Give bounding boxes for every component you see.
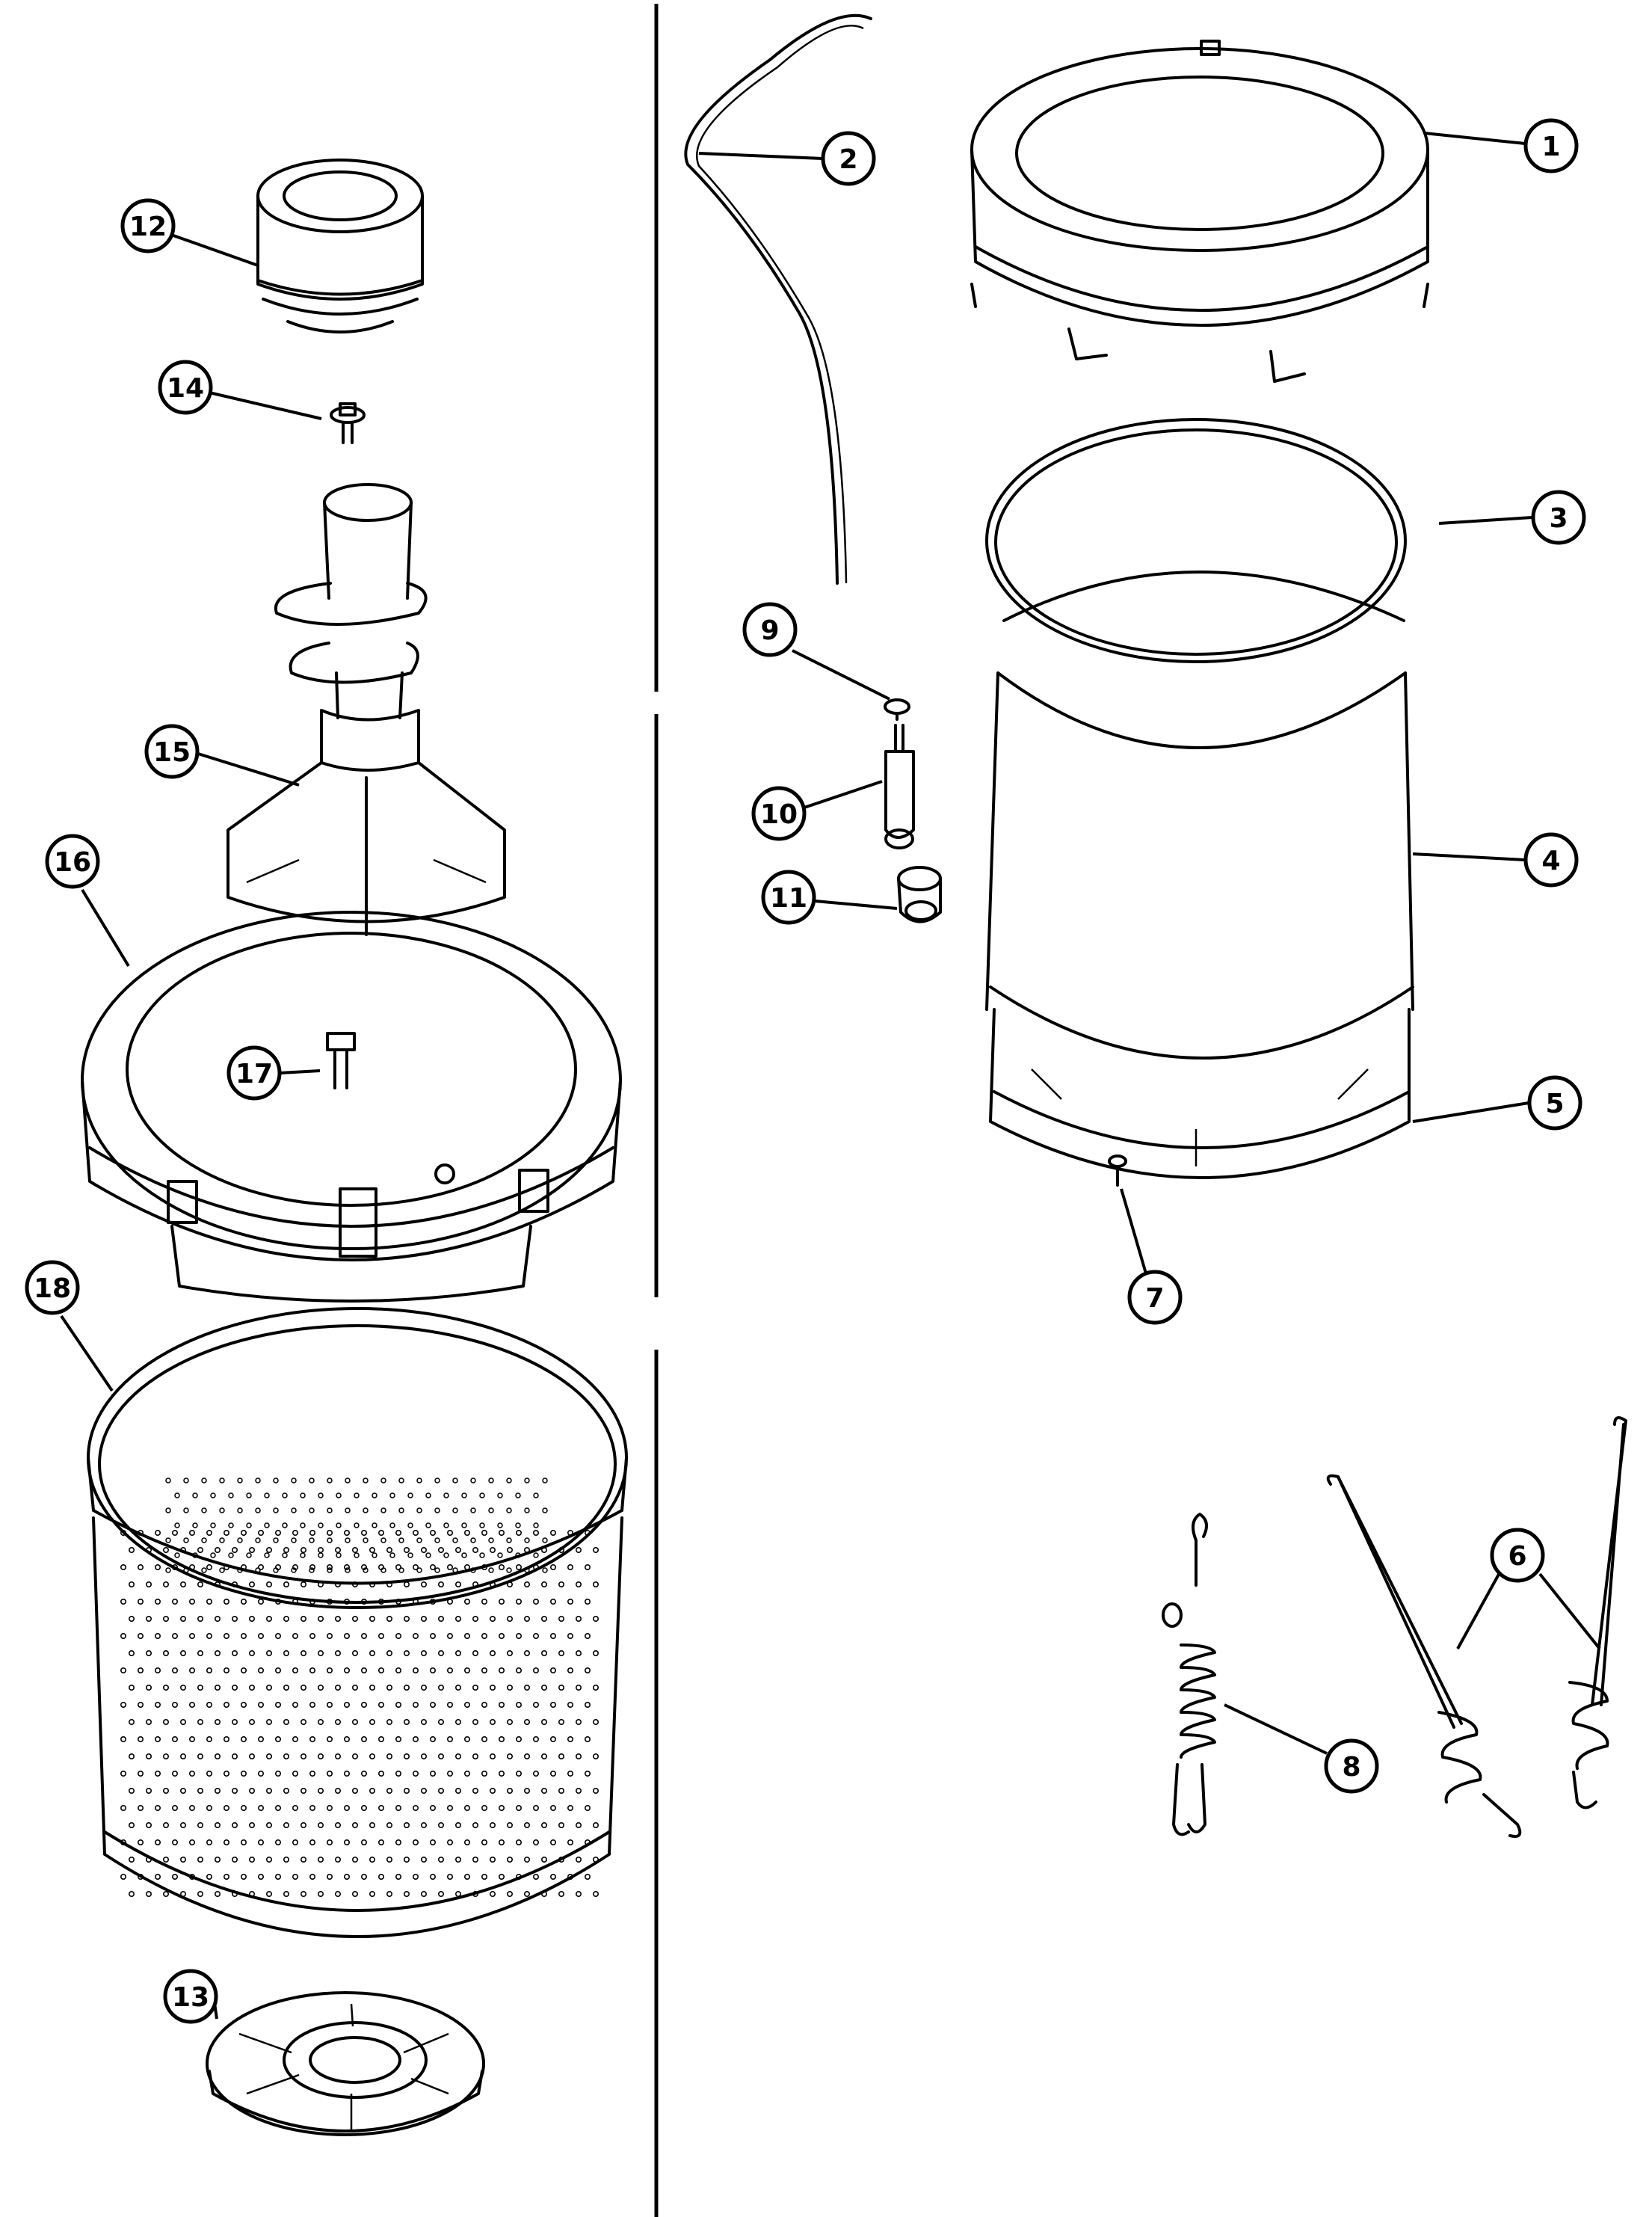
callout-12-label: 12 [129,212,167,242]
bolt-17-part [326,1032,356,1089]
callout-4-label: 4 [1541,846,1560,876]
callout-17-label: 17 [235,1059,273,1089]
basket-holes [120,1478,599,1898]
callout-13-label: 13 [172,1982,209,2013]
callout-5: 5 [1527,1075,1582,1131]
hose-part [684,13,872,585]
callout-6-label: 6 [1508,1541,1526,1572]
callout-11-label: 11 [770,883,807,914]
callout-14: 14 [158,360,213,415]
grommet-part [897,866,942,923]
callout-18: 18 [25,1260,80,1315]
callout-6-circle [1490,1528,1545,1583]
callout-9-label: 9 [760,615,779,646]
callout-7-label: 7 [1145,1283,1164,1314]
callout-8-label: 8 [1342,1752,1360,1783]
suspension-rod-part [1326,1416,1627,1838]
outer-tub-part [985,571,1414,1060]
agitator-cap-part [256,159,424,333]
tub-base-part [989,1008,1411,1179]
agitator-part [226,483,506,936]
callout-3-label: 3 [1549,503,1568,534]
clamp-part [884,698,910,721]
balance-ring-part [81,911,622,1303]
callout-1-label: 1 [1541,132,1560,162]
callout-11-circle [761,870,816,925]
callout-5-circle [1527,1075,1582,1131]
callout-9: 9 [742,602,798,657]
callout-2-circle [821,131,876,186]
callout-2-label: 2 [839,144,857,175]
callout-7: 7 [1127,1270,1183,1325]
callout-11: 11 [761,870,816,925]
callout-14-circle [158,360,213,415]
callout-16-circle [45,834,100,889]
callout-10-label: 10 [760,799,798,830]
spring-8-part [1162,1513,1216,1836]
hub-part [206,1991,485,2136]
callout-8-circle [1324,1738,1379,1794]
callout-4-circle [1523,832,1579,888]
callout-17: 17 [226,1045,282,1101]
callout-5-label: 5 [1545,1089,1564,1119]
callout-10-circle [751,786,807,841]
callout-12: 12 [120,198,176,253]
basket-part [87,1307,628,1938]
gasket-part [985,418,1407,663]
callout-9-circle [742,602,798,657]
callout-6: 6 [1490,1528,1545,1583]
callout-1: 1 [1523,118,1579,173]
callout-15-label: 15 [153,737,191,768]
callout-10: 10 [751,786,807,841]
callout-16-label: 16 [54,847,91,878]
callout-1-circle [1523,118,1579,173]
callout-12-circle [120,198,176,253]
callout-18-circle [25,1260,80,1315]
bolt-14-part [330,402,366,444]
callout-7-circle [1127,1270,1183,1325]
callout-14-label: 14 [167,373,204,404]
callout-18-label: 18 [34,1273,71,1304]
callout-15: 15 [144,724,200,779]
callout-17-circle [226,1045,282,1101]
tub-ring-part [970,40,1429,383]
callout-13: 13 [163,1969,218,2024]
screw-7-part [1108,1154,1127,1187]
callout-13-circle [163,1969,218,2024]
callout-3-circle [1531,490,1586,545]
callout-15-circle [144,724,200,779]
leader-lines [60,132,1601,2020]
fitting-part [884,724,915,849]
callout-4: 4 [1523,832,1579,888]
callout-8: 8 [1324,1738,1379,1794]
callout-16: 16 [45,834,100,889]
callout-2: 2 [821,131,876,186]
callout-3: 3 [1531,490,1586,545]
